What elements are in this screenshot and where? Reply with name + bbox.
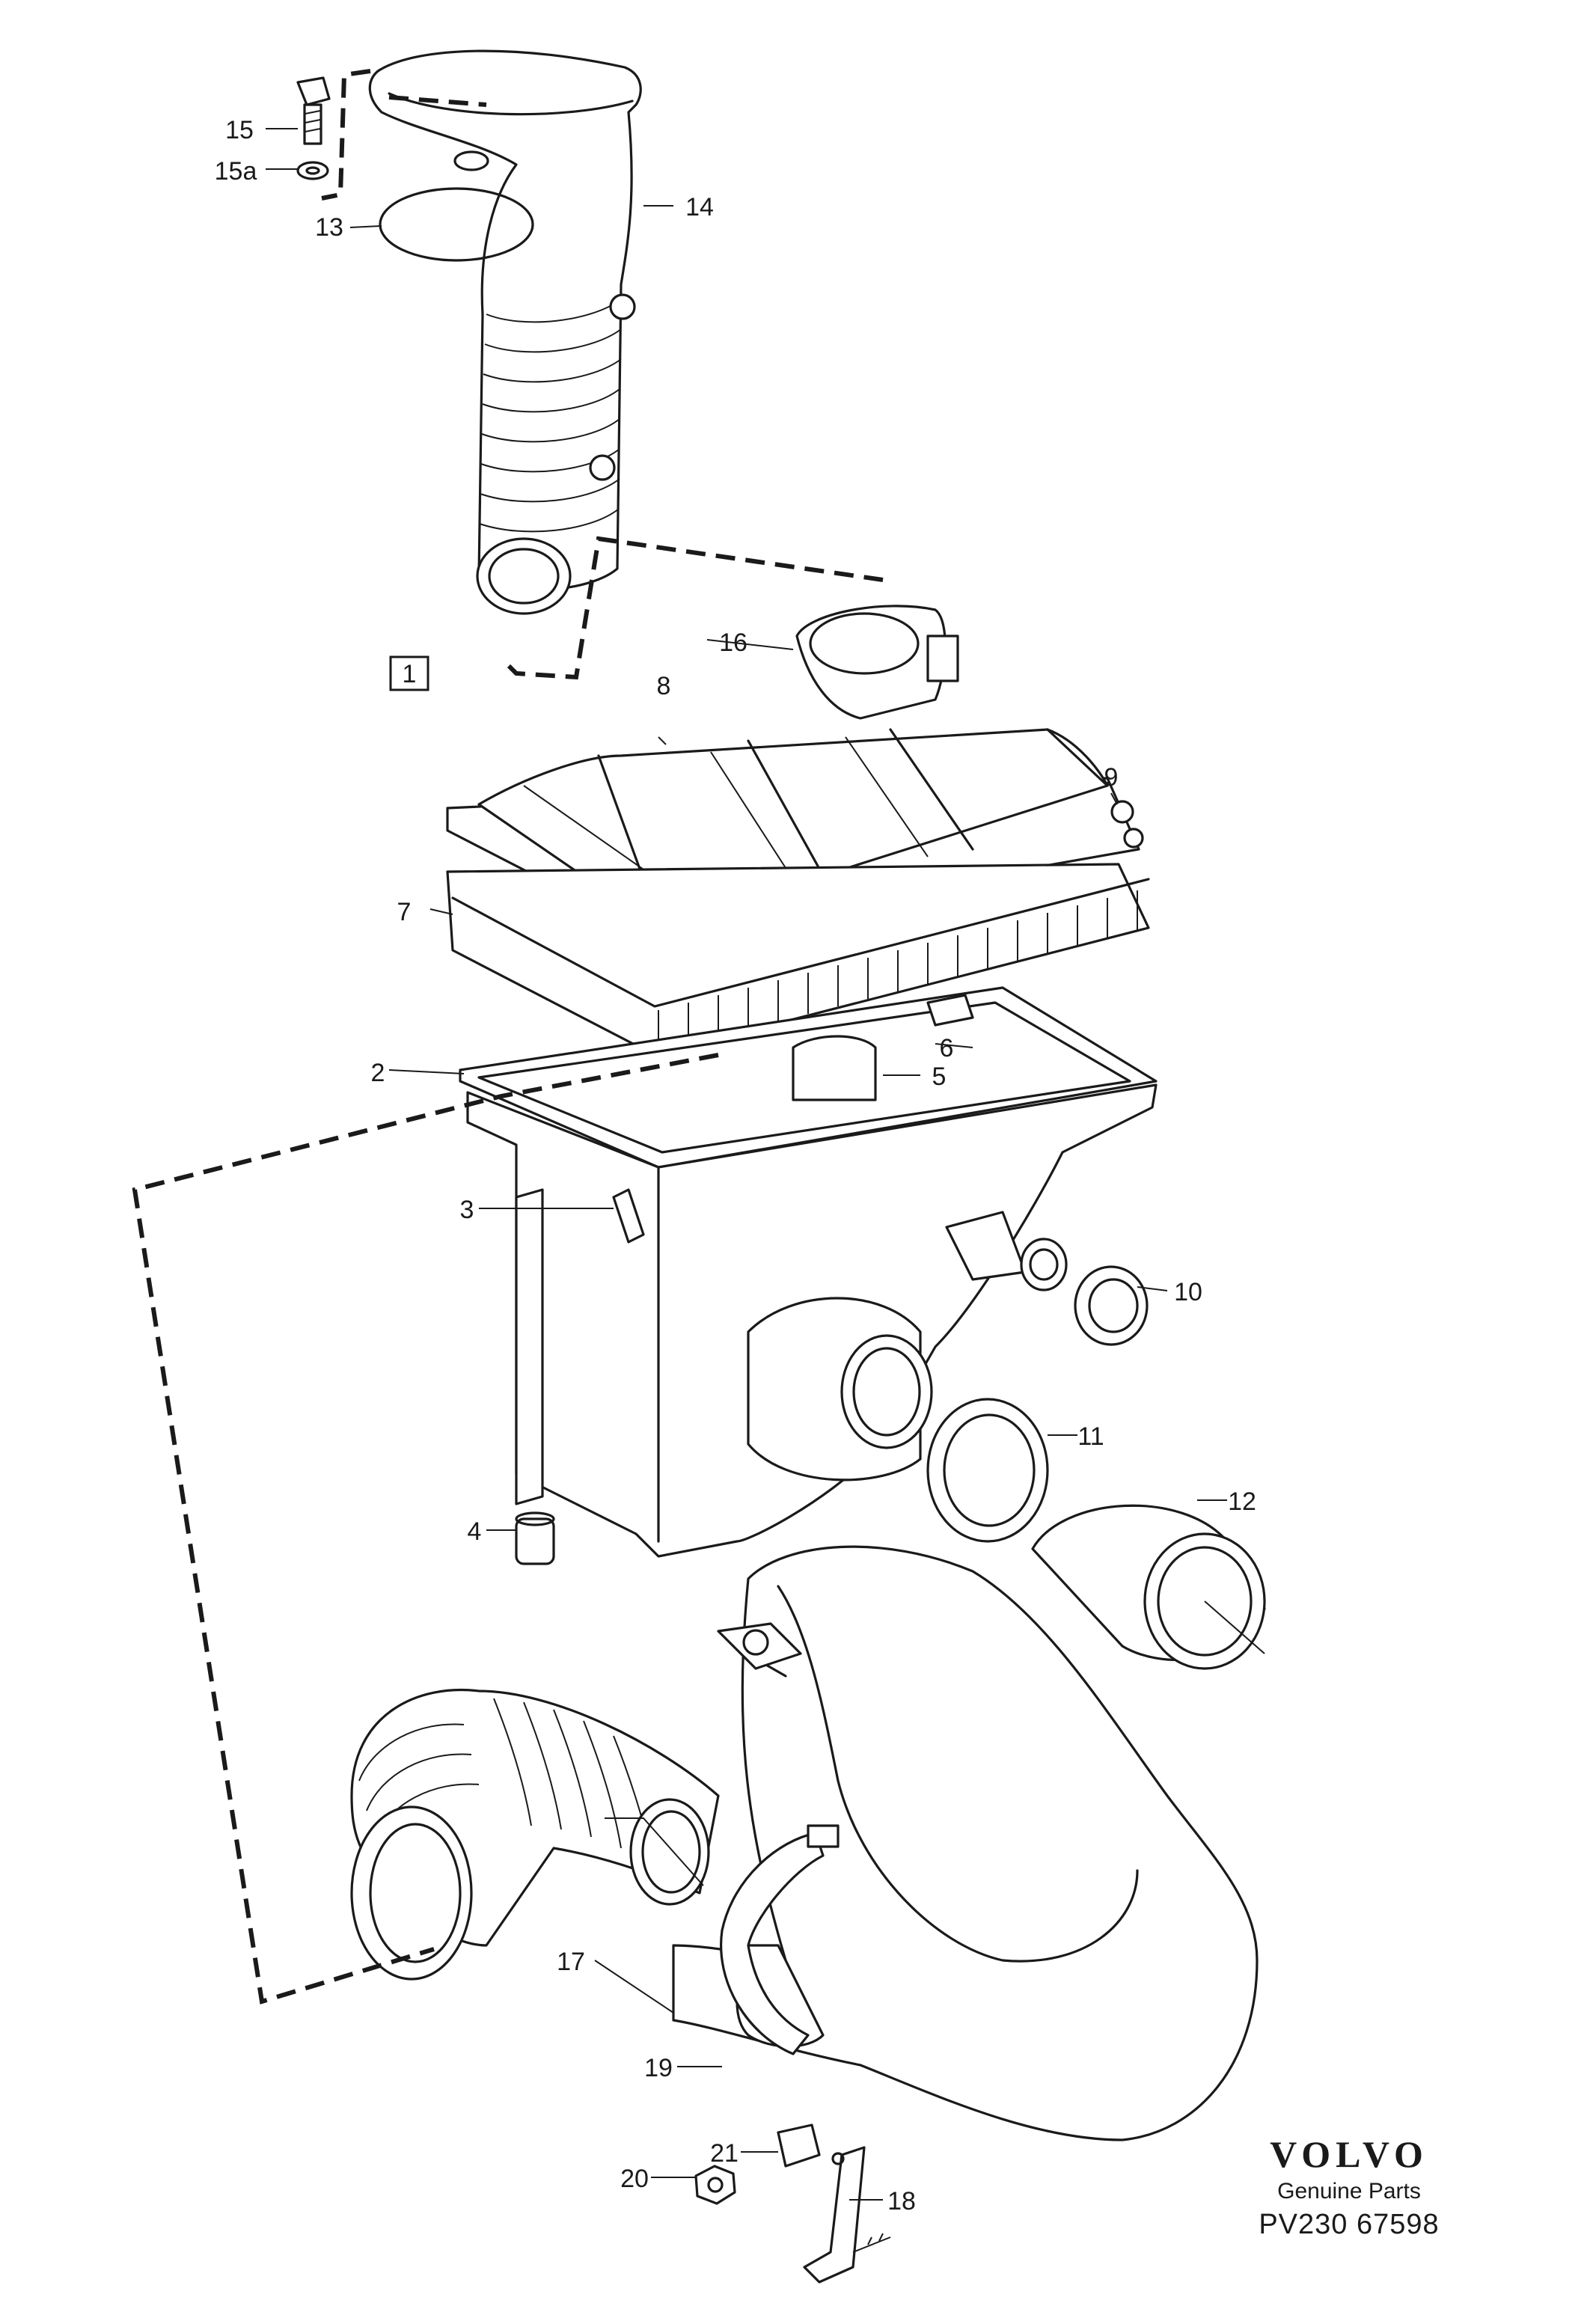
brand-block: VOLVO Genuine Parts PV230 67598 bbox=[1226, 2132, 1473, 2241]
callout-labels: 15 15a 13 14 16 16 16 8 9 7 2 5 6 3 4 10… bbox=[215, 116, 1256, 2216]
callout-21: 21 bbox=[710, 2139, 739, 2168]
callout-6: 6 bbox=[940, 1034, 954, 1062]
callout-19: 19 bbox=[644, 2054, 673, 2082]
section-marker: 1 bbox=[389, 655, 429, 691]
callout-16-text: 16 bbox=[719, 629, 747, 657]
callout-2: 2 bbox=[371, 1059, 385, 1087]
callout-20: 20 bbox=[620, 2165, 649, 2193]
leader-lines bbox=[266, 128, 1227, 2201]
seal-ring-11 bbox=[926, 1398, 1049, 1543]
callout-10: 10 bbox=[1174, 1278, 1202, 1306]
callout-4: 4 bbox=[468, 1517, 482, 1546]
assembly-dashed-lines bbox=[132, 69, 884, 2005]
diagram-code: PV230 67598 bbox=[1259, 2209, 1440, 2240]
callout-8: 8 bbox=[657, 672, 671, 700]
brand-logo: VOLVO bbox=[1270, 2133, 1428, 2175]
hose-clamp-19 bbox=[720, 1824, 840, 2055]
bolt-and-washer bbox=[296, 76, 331, 180]
seal-ring bbox=[379, 150, 534, 262]
intake-tube-12 bbox=[1031, 1504, 1266, 1670]
callout-11: 11 bbox=[1077, 1422, 1104, 1451]
callout-15: 15 bbox=[225, 116, 254, 144]
callout-15a: 15a bbox=[215, 157, 257, 186]
clip-21 bbox=[777, 2123, 821, 2168]
callout-17: 17 bbox=[557, 1948, 585, 1976]
callout-18: 18 bbox=[887, 2187, 916, 2216]
callout-3: 3 bbox=[460, 1196, 474, 1224]
support-bracket-18 bbox=[803, 2146, 891, 2284]
corrugated-hose-17 bbox=[350, 1688, 720, 1981]
callout-14: 14 bbox=[685, 193, 714, 221]
grommet-10 bbox=[1074, 1265, 1149, 1346]
air-cleaner-housing bbox=[459, 986, 1158, 1565]
brand-tagline: Genuine Parts bbox=[1277, 2179, 1421, 2204]
filter-element bbox=[446, 863, 1150, 1056]
callout-9: 9 bbox=[1104, 763, 1119, 792]
callout-7: 7 bbox=[397, 898, 412, 926]
intake-hose-upper bbox=[368, 49, 642, 615]
callout-13: 13 bbox=[315, 213, 343, 242]
nut-20 bbox=[694, 2165, 736, 2205]
callout-5: 5 bbox=[932, 1062, 947, 1091]
callout-12: 12 bbox=[1228, 1487, 1256, 1516]
section-marker-label: 1 bbox=[403, 660, 417, 688]
